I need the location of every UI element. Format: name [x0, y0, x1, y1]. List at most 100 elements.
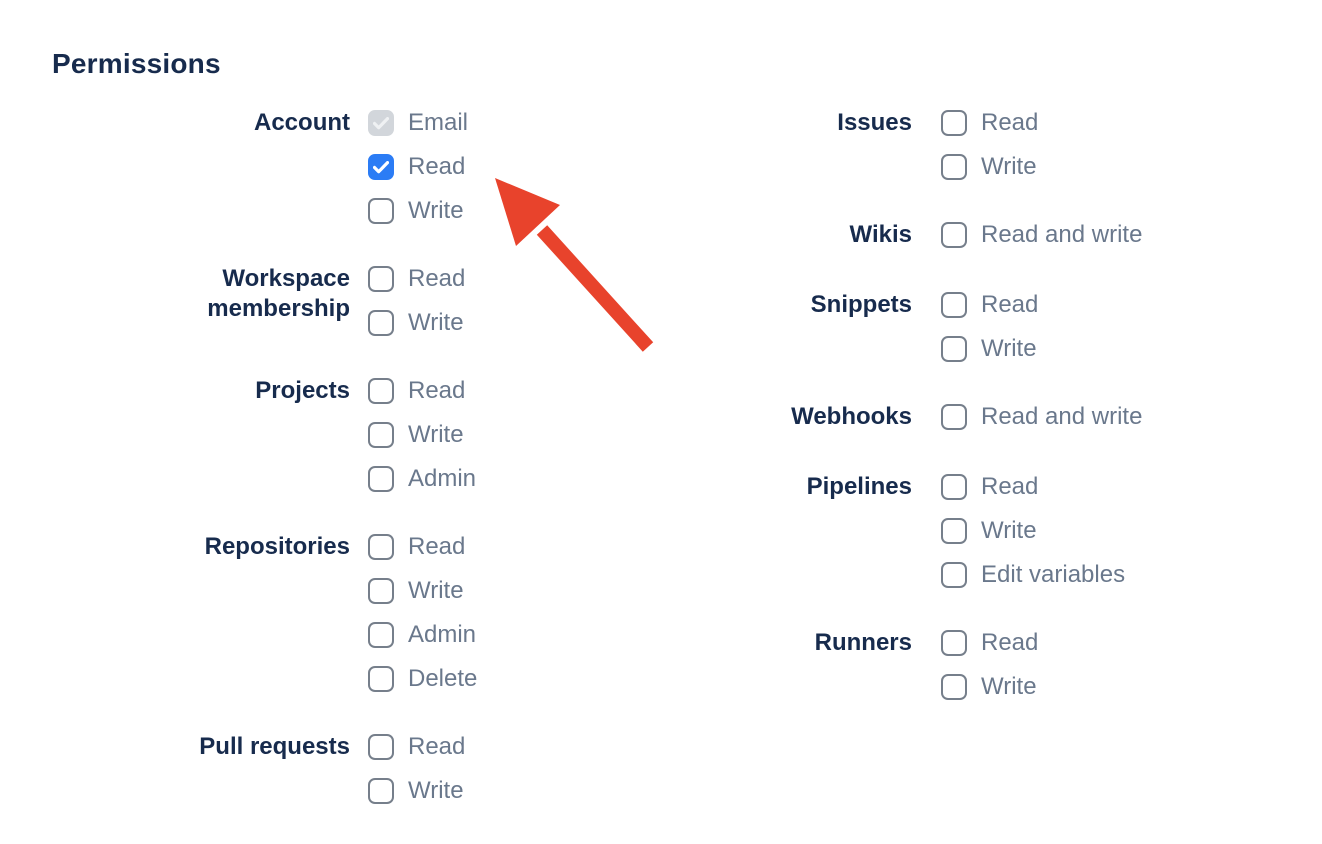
checkbox-option-pipelines-write[interactable]: Write [941, 518, 1125, 544]
checkbox-label: Write [408, 421, 464, 448]
perm-group-issues: Issues Read Write [568, 109, 1138, 180]
check-icon [373, 160, 389, 173]
group-label-wikis: Wikis [849, 221, 912, 248]
checkbox-icon[interactable] [368, 378, 394, 404]
checkbox-icon[interactable] [368, 734, 394, 760]
checkbox-icon[interactable] [368, 578, 394, 604]
checkbox-icon[interactable] [941, 154, 967, 180]
checkbox-icon[interactable] [368, 666, 394, 692]
checkbox-option-projects-write[interactable]: Write [368, 422, 476, 448]
group-label-workspace-membership: Workspace membership [207, 265, 350, 322]
group-label-webhooks: Webhooks [791, 403, 912, 430]
checkbox-label: Write [408, 577, 464, 604]
checkbox-label: Write [408, 777, 464, 804]
checkbox-option-workspace-read[interactable]: Read [368, 266, 465, 292]
checkbox-label: Admin [408, 465, 477, 492]
checkbox-icon[interactable] [941, 222, 967, 248]
checkbox-option-snippets-read[interactable]: Read [941, 292, 1038, 318]
checkbox-option-repositories-read[interactable]: Read [368, 534, 477, 560]
checkbox-label: Read [981, 629, 1039, 656]
checkbox-icon[interactable] [368, 534, 394, 560]
group-label-runners: Runners [814, 629, 912, 656]
checkbox-icon[interactable] [941, 110, 967, 136]
checkbox-option-account-read[interactable]: Read [368, 154, 468, 180]
checkbox-option-projects-read[interactable]: Read [368, 378, 476, 404]
group-label-repositories: Repositories [204, 533, 350, 560]
perm-group-workspace-membership: Workspace membership Read Write [130, 265, 568, 336]
checkbox-option-pipelines-edit-variables[interactable]: Edit variables [941, 562, 1125, 588]
checkbox-label: Write [981, 673, 1037, 700]
checkbox-label: Write [408, 309, 464, 336]
checkbox-label: Edit variables [981, 561, 1126, 588]
checkbox-label: Read and write [981, 403, 1143, 430]
checkbox-option-snippets-write[interactable]: Write [941, 336, 1038, 362]
checkbox-option-wikis-read-and-write[interactable]: Read and write [941, 222, 1142, 248]
perm-group-snippets: Snippets Read Write [568, 291, 1138, 362]
perm-group-wikis: Wikis Read and write [568, 221, 1142, 250]
group-label-account: Account [254, 109, 350, 136]
checkbox-label: Delete [408, 665, 478, 692]
checkbox-label: Read [408, 377, 466, 404]
checkbox-label: Read [981, 473, 1039, 500]
checkbox-icon[interactable] [368, 310, 394, 336]
checkbox-label: Read and write [981, 221, 1143, 248]
checkbox-option-pipelines-read[interactable]: Read [941, 474, 1125, 500]
checkbox-icon[interactable] [941, 474, 967, 500]
perm-group-projects: Projects Read Write [130, 377, 568, 492]
checkbox-label: Read [408, 733, 466, 760]
checkbox-label: Read [408, 153, 466, 180]
checkbox-icon[interactable] [368, 622, 394, 648]
checkbox-option-repositories-admin[interactable]: Admin [368, 622, 477, 648]
checkbox-label: Email [408, 109, 469, 136]
perm-group-pipelines: Pipelines Read Write [568, 473, 1138, 588]
checkbox-disabled-checked-icon [368, 110, 394, 136]
checkbox-icon[interactable] [368, 466, 394, 492]
group-label-issues: Issues [837, 109, 912, 136]
checkbox-icon[interactable] [368, 198, 394, 224]
checkbox-option-account-write[interactable]: Write [368, 198, 468, 224]
checkbox-option-issues-write[interactable]: Write [941, 154, 1038, 180]
checkbox-option-workspace-write[interactable]: Write [368, 310, 465, 336]
perm-group-repositories: Repositories Read Write [130, 533, 568, 692]
checkbox-icon[interactable] [941, 562, 967, 588]
checkbox-icon[interactable] [941, 292, 967, 318]
checkbox-label: Read [981, 109, 1039, 136]
checkbox-label: Read [408, 265, 466, 292]
checkbox-option-pull-requests-read[interactable]: Read [368, 734, 465, 760]
checkbox-option-runners-write[interactable]: Write [941, 674, 1038, 700]
permissions-columns: Account Email Read [52, 109, 1322, 804]
checkbox-label: Write [981, 335, 1037, 362]
checkbox-label: Read [981, 291, 1039, 318]
checkbox-option-repositories-delete[interactable]: Delete [368, 666, 477, 692]
perm-group-webhooks: Webhooks Read and write [568, 403, 1142, 432]
checkbox-checked-icon[interactable] [368, 154, 394, 180]
checkbox-label: Write [408, 197, 464, 224]
checkbox-icon[interactable] [941, 674, 967, 700]
group-label-snippets: Snippets [810, 291, 912, 318]
permissions-column-left: Account Email Read [130, 109, 568, 804]
checkbox-label: Read [408, 533, 466, 560]
perm-group-account: Account Email Read [130, 109, 568, 224]
checkbox-icon[interactable] [941, 404, 967, 430]
checkbox-label: Write [981, 153, 1037, 180]
group-label-pull-requests: Pull requests [199, 733, 350, 760]
checkbox-option-projects-admin[interactable]: Admin [368, 466, 476, 492]
group-label-pipelines: Pipelines [806, 473, 912, 500]
checkbox-icon[interactable] [368, 266, 394, 292]
checkbox-icon[interactable] [941, 518, 967, 544]
checkbox-label: Admin [408, 621, 477, 648]
group-label-projects: Projects [255, 377, 350, 404]
checkbox-icon[interactable] [368, 778, 394, 804]
checkbox-icon[interactable] [941, 336, 967, 362]
checkbox-option-webhooks-read-and-write[interactable]: Read and write [941, 404, 1142, 430]
checkbox-option-pull-requests-write[interactable]: Write [368, 778, 465, 804]
checkbox-label: Write [981, 517, 1037, 544]
page-title: Permissions [52, 48, 221, 79]
checkbox-option-issues-read[interactable]: Read [941, 110, 1038, 136]
checkbox-option-repositories-write[interactable]: Write [368, 578, 477, 604]
checkbox-icon[interactable] [941, 630, 967, 656]
checkbox-icon[interactable] [368, 422, 394, 448]
check-icon [373, 116, 389, 129]
checkbox-option-runners-read[interactable]: Read [941, 630, 1038, 656]
